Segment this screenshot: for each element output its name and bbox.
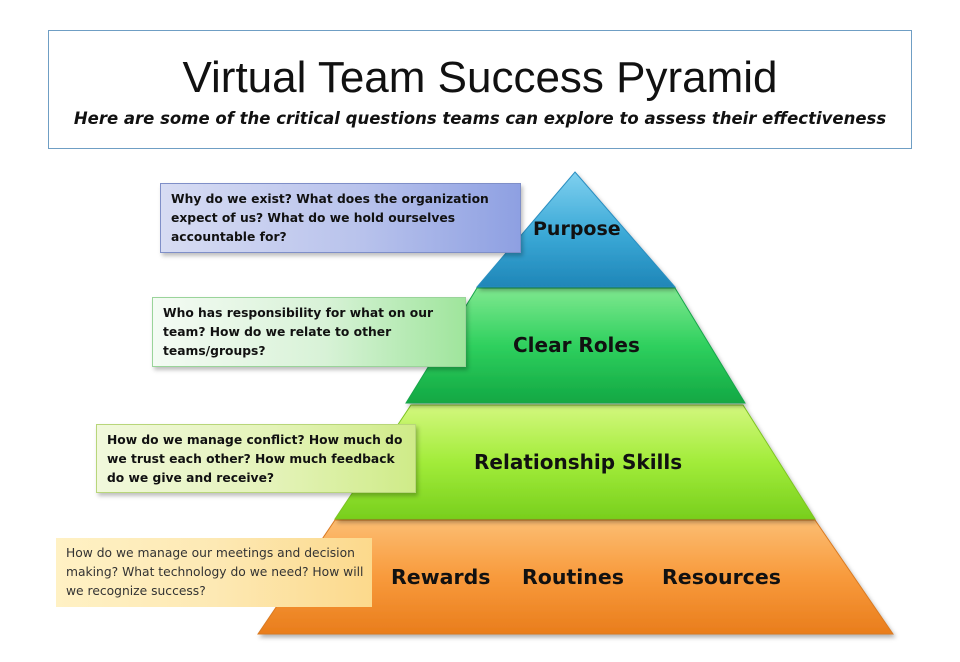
tier-label-clear-roles: Clear Roles (513, 333, 640, 357)
tier-label-purpose: Purpose (533, 218, 621, 240)
page-subtitle: Here are some of the critical questions … (73, 109, 887, 128)
note-clear-roles-questions: Who has responsibility for what on our t… (152, 297, 466, 367)
page-title: Virtual Team Success Pyramid (182, 53, 778, 102)
tier-label-routines: Routines (522, 565, 624, 589)
title-box: Virtual Team Success Pyramid Here are so… (48, 30, 912, 149)
tier-label-rewards: Rewards (391, 565, 491, 589)
pyramid-tier-purpose (475, 171, 677, 288)
note-relationship-skills-questions: How do we manage conflict? How much do w… (96, 424, 416, 493)
tier-label-relationship-skills: Relationship Skills (474, 450, 683, 474)
note-base-questions: How do we manage our meetings and decisi… (56, 538, 372, 607)
note-purpose-questions: Why do we exist? What does the organizat… (160, 183, 521, 253)
tier-label-resources: Resources (662, 565, 781, 589)
